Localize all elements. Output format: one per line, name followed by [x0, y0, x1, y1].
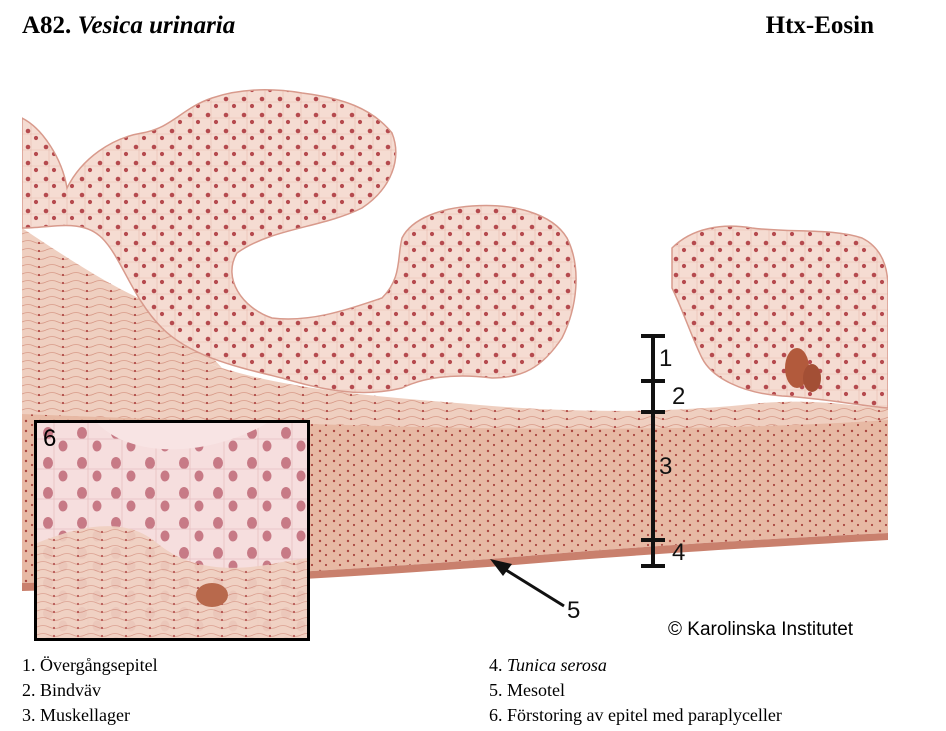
- page-title: A82. Vesica urinaria: [22, 12, 235, 40]
- legend-left: 1. Övergångsepitel 2. Bindväv 3. Muskell…: [22, 653, 158, 728]
- layer-label-3: 3: [659, 453, 672, 480]
- stain-label: Htx-Eosin: [765, 12, 874, 39]
- legend-item-2: 2. Bindväv: [22, 680, 101, 700]
- layer-label-2: 2: [672, 383, 685, 410]
- legend-item-1: 1. Övergångsepitel: [22, 655, 158, 675]
- inset-image: [37, 423, 307, 638]
- copyright-credit: © Karolinska Institutet: [668, 619, 854, 640]
- inset-magnification: 6: [34, 420, 310, 641]
- legend-item-6: 6. Förstoring av epitel med paraplycelle…: [489, 705, 782, 725]
- layer-label-4: 4: [672, 539, 685, 566]
- legend-item-3: 3. Muskellager: [22, 705, 130, 725]
- legend-item-4-term: Tunica serosa: [507, 655, 607, 675]
- organ-name: Vesica urinaria: [77, 12, 236, 39]
- legend-item-4: 4. Tunica serosa: [489, 653, 782, 678]
- legend-item-5: 5. Mesotel: [489, 680, 565, 700]
- legend-item-4-number: 4.: [489, 655, 507, 675]
- mesothel-label: 5: [567, 597, 580, 624]
- figure-code: A82.: [22, 12, 72, 39]
- layer-label-1: 1: [659, 345, 672, 372]
- legend-right: 4. Tunica serosa 5. Mesotel 6. Förstorin…: [489, 653, 782, 728]
- inset-label: 6: [43, 425, 57, 452]
